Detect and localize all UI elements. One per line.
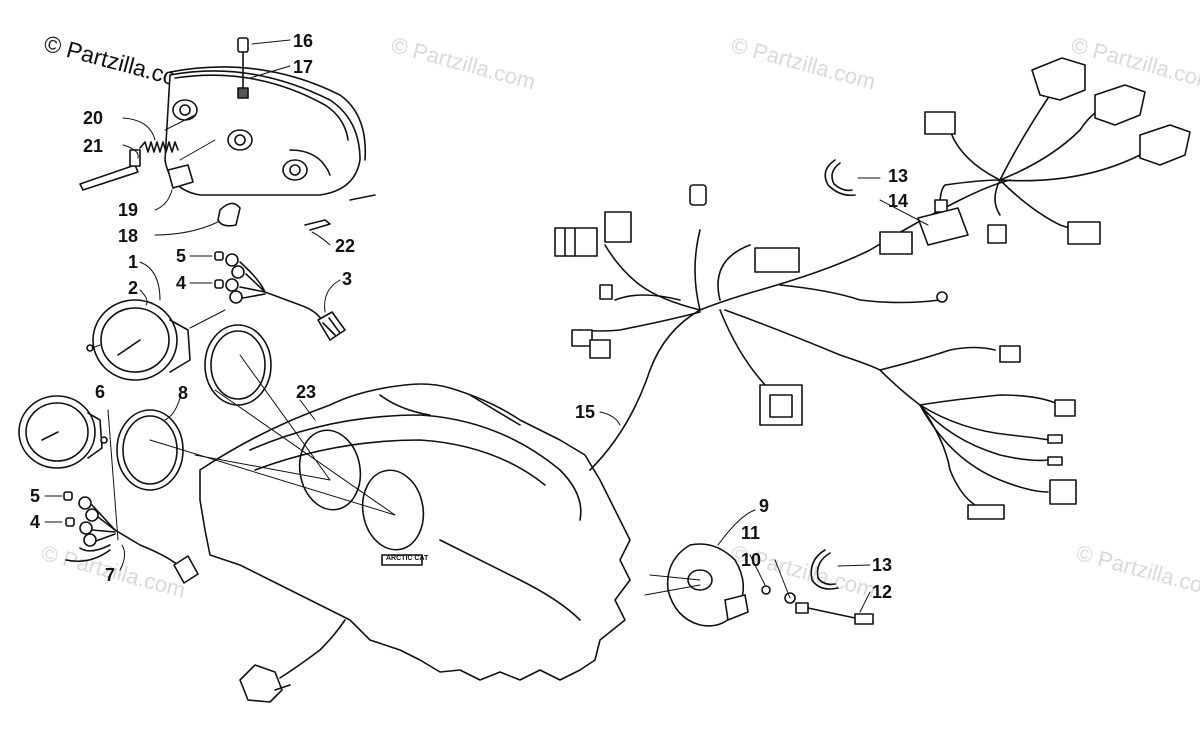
callout-14[interactable]: 14: [888, 191, 909, 211]
callout-6[interactable]: 6: [95, 382, 106, 402]
callout-20[interactable]: 20: [83, 108, 104, 128]
callout-22[interactable]: 22: [335, 236, 356, 256]
callout-10[interactable]: 10: [741, 550, 762, 570]
speed-sender-group: [644, 509, 874, 627]
callout-5[interactable]: 5: [176, 246, 187, 266]
callout-13b[interactable]: 13: [872, 555, 893, 575]
callout-12[interactable]: 12: [872, 582, 893, 602]
callout-9[interactable]: 9: [759, 496, 770, 516]
callout-1[interactable]: 1: [128, 252, 139, 272]
dash-logo-text: ARCTIC CAT: [386, 555, 429, 562]
callout-5b[interactable]: 5: [30, 486, 41, 506]
callout-18[interactable]: 18: [118, 226, 139, 246]
gauge-two: [18, 395, 199, 584]
callout-21[interactable]: 21: [83, 136, 104, 156]
callout-2[interactable]: 2: [128, 278, 139, 298]
callout-16[interactable]: 16: [293, 31, 314, 51]
callout-13[interactable]: 13: [888, 166, 909, 186]
callout-19[interactable]: 19: [118, 200, 139, 220]
callout-8[interactable]: 8: [178, 383, 189, 403]
callout-4[interactable]: 4: [176, 273, 187, 293]
callout-4b[interactable]: 4: [30, 512, 41, 532]
callout-11[interactable]: 11: [741, 523, 761, 543]
dash-panel: [149, 354, 631, 703]
wiring-harness: [554, 57, 1191, 520]
callout-7[interactable]: 7: [105, 565, 116, 585]
headlight-assembly: [79, 37, 376, 246]
gauge-one: [86, 251, 346, 406]
callout-23[interactable]: 23: [296, 382, 317, 402]
callout-17[interactable]: 17: [293, 57, 314, 77]
callout-15[interactable]: 15: [575, 402, 596, 422]
callout-3[interactable]: 3: [342, 269, 353, 289]
